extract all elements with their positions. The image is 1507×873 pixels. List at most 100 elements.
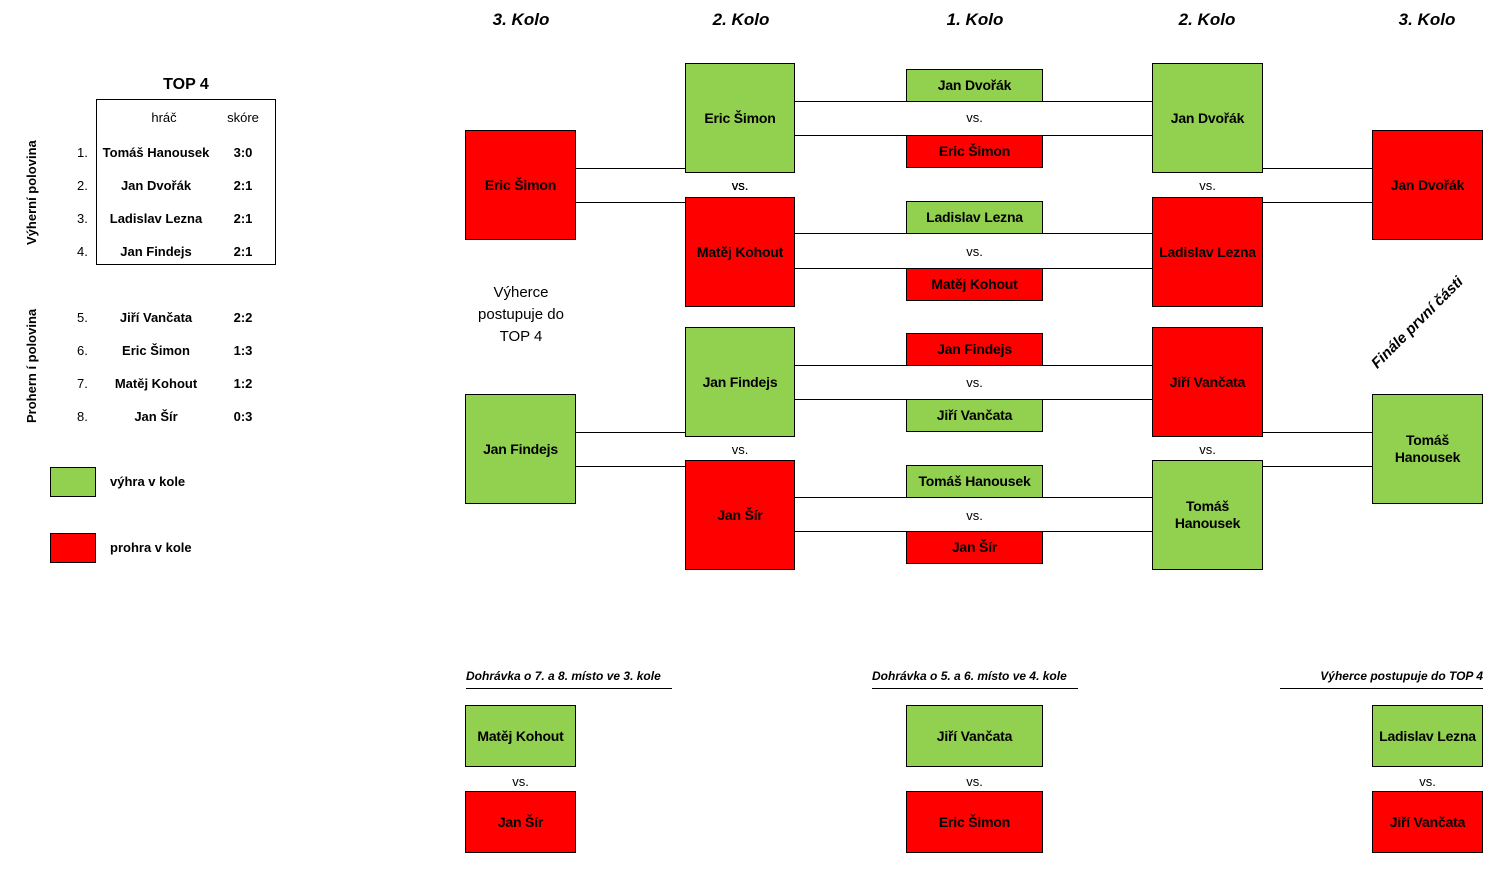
connector xyxy=(576,202,685,203)
final-first-part-label: Finále první části xyxy=(1368,273,1467,373)
playoff-box-1-top[interactable]: Matěj Kohout xyxy=(465,705,576,767)
rank-score-3: 2:1 xyxy=(233,211,253,226)
connector xyxy=(794,365,906,366)
rank-score-4: 2:1 xyxy=(233,244,253,259)
rank-number-3: 3. xyxy=(77,211,88,226)
connector xyxy=(794,531,906,532)
rank-score-1: 3:0 xyxy=(233,145,253,160)
connector xyxy=(794,101,906,102)
match-box-r1-3a[interactable]: Jan Findejs xyxy=(906,333,1043,366)
match-box-r2l-4[interactable]: Jan Šír xyxy=(685,460,795,570)
rank-number-5: 5. xyxy=(77,310,88,325)
vs-label-r1-3: vs. xyxy=(966,375,983,390)
round-header-right-3: 3. Kolo xyxy=(1398,10,1456,29)
connector xyxy=(1042,268,1152,269)
rank-score-7: 1:2 xyxy=(233,376,253,391)
vs-label-playoff-3: vs. xyxy=(1419,774,1436,789)
vs-label-r3l-1: vs. xyxy=(731,178,749,193)
match-box-r2l-1[interactable]: Eric Šimon xyxy=(685,63,795,173)
connector xyxy=(1263,466,1372,467)
rank-score-2: 2:1 xyxy=(233,178,253,193)
rank-name-1: Tomáš Hanousek xyxy=(102,145,210,160)
playoff-box-1-bottom[interactable]: Jan Šír xyxy=(465,791,576,853)
playoff-rule-3 xyxy=(1280,688,1483,689)
rank-number-2: 2. xyxy=(77,178,88,193)
side-label-winners: Výherní polovina xyxy=(24,140,39,245)
connector xyxy=(576,466,685,467)
connector xyxy=(1042,531,1152,532)
round-header-left-2: 2. Kolo xyxy=(712,10,770,29)
connector xyxy=(1042,365,1152,366)
match-box-r1-3b[interactable]: Jiří Vančata xyxy=(906,399,1043,432)
match-box-r1-4a[interactable]: Tomáš Hanousek xyxy=(906,465,1043,498)
vs-label-playoff-2: vs. xyxy=(966,774,983,789)
rank-number-7: 7. xyxy=(77,376,88,391)
rank-score-6: 1:3 xyxy=(233,343,253,358)
match-box-r2l-2[interactable]: Matěj Kohout xyxy=(685,197,795,307)
vs-label-r1-1: vs. xyxy=(966,110,983,125)
connector xyxy=(576,432,685,433)
rank-score-5: 2:2 xyxy=(233,310,253,325)
match-box-r1-4b[interactable]: Jan Šír xyxy=(906,531,1043,564)
match-box-r2r-2[interactable]: Ladislav Lezna xyxy=(1152,197,1263,307)
playoff-note-2: Dohrávka o 5. a 6. místo ve 4. kole xyxy=(872,669,1067,683)
vs-label-r1-2: vs. xyxy=(966,244,983,259)
match-box-r1-1b[interactable]: Eric Šimon xyxy=(906,135,1043,168)
top4-col-header-player: hráč xyxy=(151,110,177,125)
playoff-note-3: Výherce postupuje do TOP 4 xyxy=(1320,669,1483,683)
rank-name-4: Jan Findejs xyxy=(120,244,192,259)
top4-title: TOP 4 xyxy=(163,76,209,93)
connector xyxy=(794,233,906,234)
connector xyxy=(794,268,906,269)
match-box-r1-1a[interactable]: Jan Dvořák xyxy=(906,69,1043,102)
match-box-r3r-1[interactable]: Jan Dvořák xyxy=(1372,130,1483,240)
match-box-r2r-3[interactable]: Jiří Vančata xyxy=(1152,327,1263,437)
vs-label-r2r-2: vs. xyxy=(1199,442,1216,457)
vs-label-r1-4: vs. xyxy=(966,508,983,523)
rank-name-6: Eric Šimon xyxy=(122,343,190,358)
match-box-r2l-3[interactable]: Jan Findejs xyxy=(685,327,795,437)
connector xyxy=(1042,135,1152,136)
round-header-right-2: 2. Kolo xyxy=(1178,10,1236,29)
rank-name-8: Jan Šír xyxy=(134,409,178,424)
connector xyxy=(794,497,906,498)
connector xyxy=(576,168,685,169)
rank-name-7: Matěj Kohout xyxy=(114,376,198,391)
playoff-rule-2 xyxy=(872,688,1078,689)
legend-swatch-win xyxy=(50,467,96,497)
playoff-box-2-top[interactable]: Jiří Vančata xyxy=(906,705,1043,767)
connector xyxy=(1042,399,1152,400)
match-box-r2r-1[interactable]: Jan Dvořák xyxy=(1152,63,1263,173)
rank-name-2: Jan Dvořák xyxy=(120,178,192,193)
connector xyxy=(1042,233,1152,234)
rank-score-8: 0:3 xyxy=(233,409,253,424)
playoff-rule-1 xyxy=(466,688,672,689)
playoff-box-2-bottom[interactable]: Eric Šimon xyxy=(906,791,1043,853)
vs-label-r2r-1: vs. xyxy=(1199,178,1216,193)
round-header-left-3: 3. Kolo xyxy=(492,10,550,29)
match-box-r1-2b[interactable]: Matěj Kohout xyxy=(906,268,1043,301)
legend-label-win: výhra v kole xyxy=(110,474,186,489)
vs-label-playoff-1: vs. xyxy=(512,774,529,789)
advance-top4-note: Výherce postupuje do TOP 4 xyxy=(455,282,587,347)
match-box-r1-2a[interactable]: Ladislav Lezna xyxy=(906,201,1043,234)
playoff-box-3-top[interactable]: Ladislav Lezna xyxy=(1372,705,1483,767)
rank-name-5: Jiří Vančata xyxy=(119,310,193,325)
playoff-box-3-bottom[interactable]: Jiří Vančata xyxy=(1372,791,1483,853)
match-box-r2r-4[interactable]: Tomáš Hanousek xyxy=(1152,460,1263,570)
match-box-r3l-1[interactable]: Eric Šimon xyxy=(465,130,576,240)
match-box-r3r-2[interactable]: Tomáš Hanousek xyxy=(1372,394,1483,504)
top4-col-header-score: skóre xyxy=(227,110,259,125)
legend-label-lose: prohra v kole xyxy=(110,540,192,555)
match-box-r3l-2[interactable]: Jan Findejs xyxy=(465,394,576,504)
connector xyxy=(1263,202,1372,203)
vs-label-r2l-1: vs. xyxy=(731,178,749,193)
vs-label-r2l-2: vs. xyxy=(731,442,749,457)
rank-name-3: Ladislav Lezna xyxy=(109,211,203,226)
connector xyxy=(1042,497,1152,498)
round-header-center-1: 1. Kolo xyxy=(946,10,1004,29)
advance-top4-line1: Výherce xyxy=(493,284,549,301)
advance-top4-line2: postupuje do xyxy=(478,305,564,323)
vs-label-r2l-center: vs. xyxy=(731,178,749,193)
